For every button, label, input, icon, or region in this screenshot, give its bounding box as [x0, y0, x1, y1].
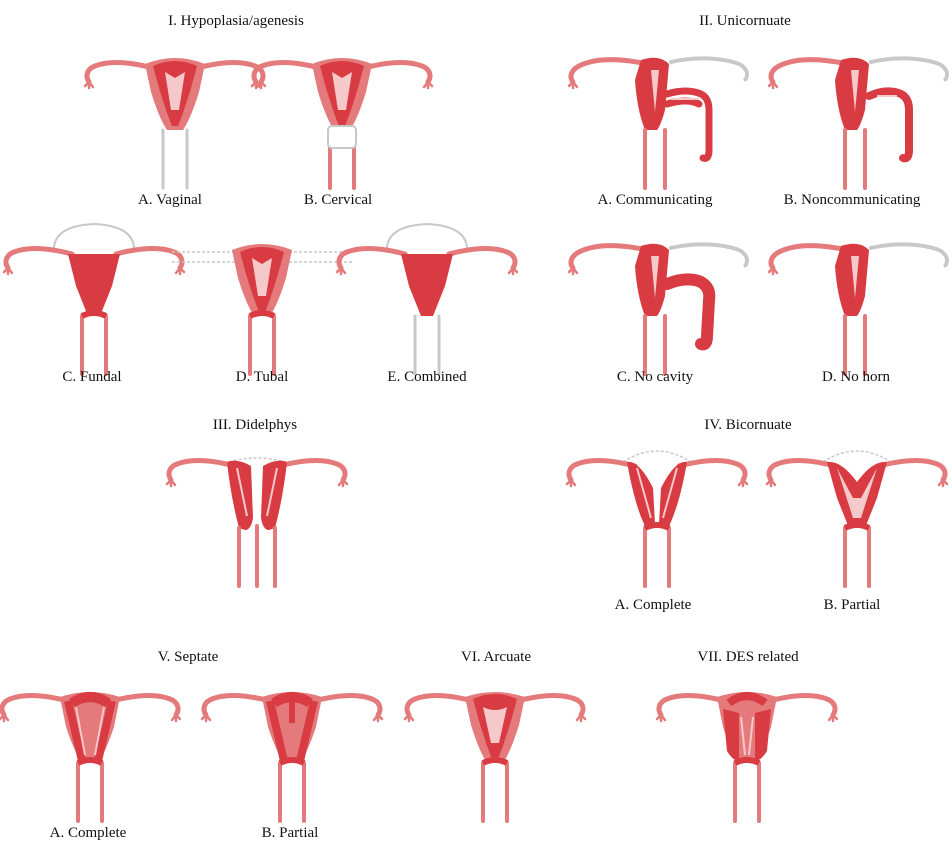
label-vaginal: A. Vaginal: [138, 193, 202, 208]
label-no-horn: D. No horn: [822, 370, 890, 385]
septate-partial: [197, 685, 387, 835]
label-septate-partial: B. Partial: [262, 826, 319, 841]
septate-complete: [0, 685, 185, 835]
uterus-arcuate: [400, 685, 590, 835]
label-fundal: C. Fundal: [62, 370, 121, 385]
label-bicornuate-partial: B. Partial: [824, 598, 881, 613]
bicornuate-complete: [562, 450, 752, 600]
section-1-title: I. Hypoplasia/agenesis: [168, 14, 304, 29]
section-6-title: VI. Arcuate: [461, 650, 531, 665]
uterus-combined-agenesis: [337, 218, 517, 368]
unicornuate-communicating: [562, 52, 752, 192]
uterus-fundal-agenesis: [4, 218, 184, 368]
section-3-title: III. Didelphys: [213, 418, 297, 433]
uterus-tubal-agenesis: [172, 218, 352, 368]
label-no-cavity: C. No cavity: [617, 370, 693, 385]
section-2-title: II. Unicornuate: [699, 14, 791, 29]
label-communicating: A. Communicating: [598, 193, 713, 208]
uterus-didelphys: [162, 450, 352, 600]
bicornuate-partial: [762, 450, 952, 600]
unicornuate-no-horn: [762, 218, 952, 368]
label-bicornuate-complete: A. Complete: [615, 598, 692, 613]
label-septate-complete: A. Complete: [50, 826, 127, 841]
uterus-des-related: [652, 685, 842, 835]
uterus-cervical-agenesis: [252, 52, 432, 192]
label-cervical: B. Cervical: [304, 193, 372, 208]
unicornuate-no-cavity: [562, 218, 752, 368]
label-tubal: D. Tubal: [236, 370, 289, 385]
label-noncommunicating: B. Noncommunicating: [784, 193, 921, 208]
label-combined: E. Combined: [387, 370, 466, 385]
unicornuate-noncommunicating: [762, 52, 952, 192]
section-5-title: V. Septate: [158, 650, 219, 665]
uterus-vaginal-agenesis: [85, 52, 265, 192]
section-4-title: IV. Bicornuate: [704, 418, 791, 433]
section-7-title: VII. DES related: [697, 650, 798, 665]
